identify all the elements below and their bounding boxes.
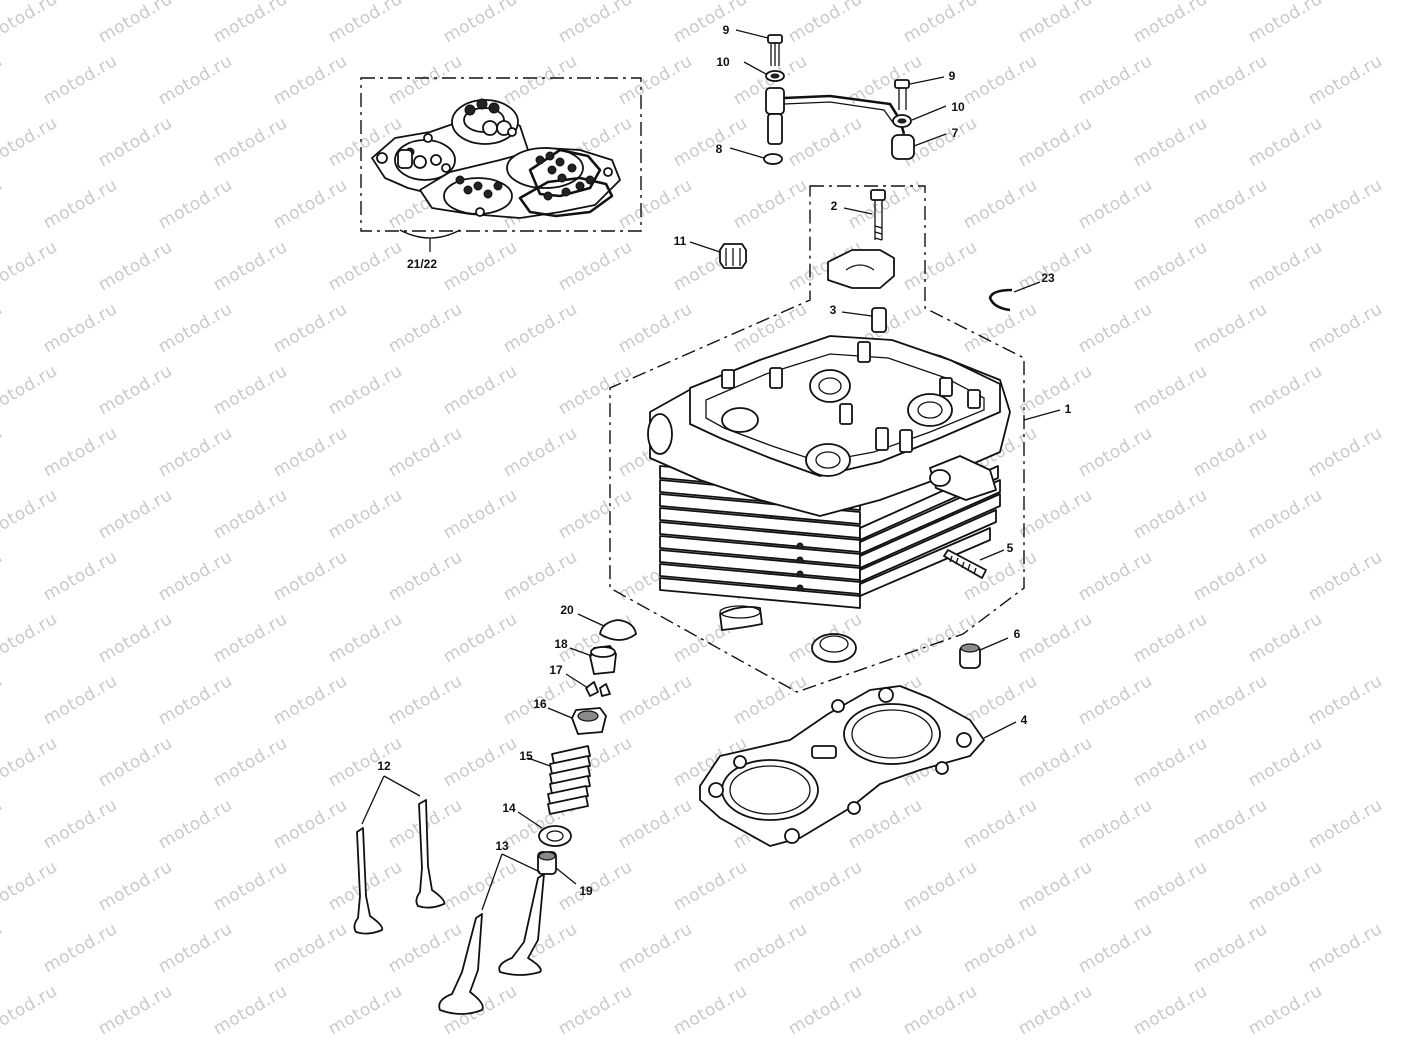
label-8: 8 [716, 142, 723, 156]
label-10-left: 10 [716, 55, 730, 69]
label-17: 17 [549, 663, 563, 677]
label-6: 6 [1014, 627, 1021, 641]
gasket-kit-group: 21/22 [360, 77, 642, 271]
gasket-kit-drawing [371, 98, 621, 219]
label-21-22: 21/22 [407, 257, 437, 271]
label-10-right: 10 [951, 100, 965, 114]
label-9-right: 9 [949, 69, 956, 83]
label-19: 19 [579, 884, 593, 898]
dowel-6: 6 [959, 627, 1021, 669]
valve-spring-15 [547, 745, 591, 815]
label-15: 15 [519, 749, 533, 763]
label-23: 23 [1041, 271, 1055, 285]
label-14: 14 [502, 801, 516, 815]
stud-5: 5 [943, 541, 1014, 579]
label-3: 3 [830, 303, 837, 317]
label-18: 18 [554, 637, 568, 651]
label-7: 7 [952, 126, 959, 140]
valve-train-stack: 20 18 17 16 15 14 [502, 603, 637, 898]
label-9-left: 9 [723, 23, 730, 37]
label-11: 11 [674, 234, 687, 248]
valve-seat-rings [719, 605, 857, 663]
label-2: 2 [831, 199, 838, 213]
label-12: 12 [377, 759, 391, 773]
valves-12: 12 [353, 759, 446, 935]
label-16: 16 [533, 697, 547, 711]
circlip-23: 23 [988, 271, 1055, 312]
head-gasket-4: 4 [699, 685, 1028, 847]
oil-feed-pipe-assembly: 9 10 8 9 10 7 [716, 23, 965, 165]
nut-11: 11 [674, 234, 747, 269]
valves-13: 13 [438, 839, 545, 1015]
label-20: 20 [560, 603, 574, 617]
cylinder-head-outline [609, 185, 1025, 693]
cylinder-head-drawing [647, 335, 1011, 609]
label-1: 1 [1065, 402, 1072, 416]
label-13: 13 [495, 839, 509, 853]
bolt-2-bracket: 2 3 [827, 189, 895, 333]
label-5: 5 [1007, 541, 1014, 555]
label-4: 4 [1021, 713, 1028, 727]
